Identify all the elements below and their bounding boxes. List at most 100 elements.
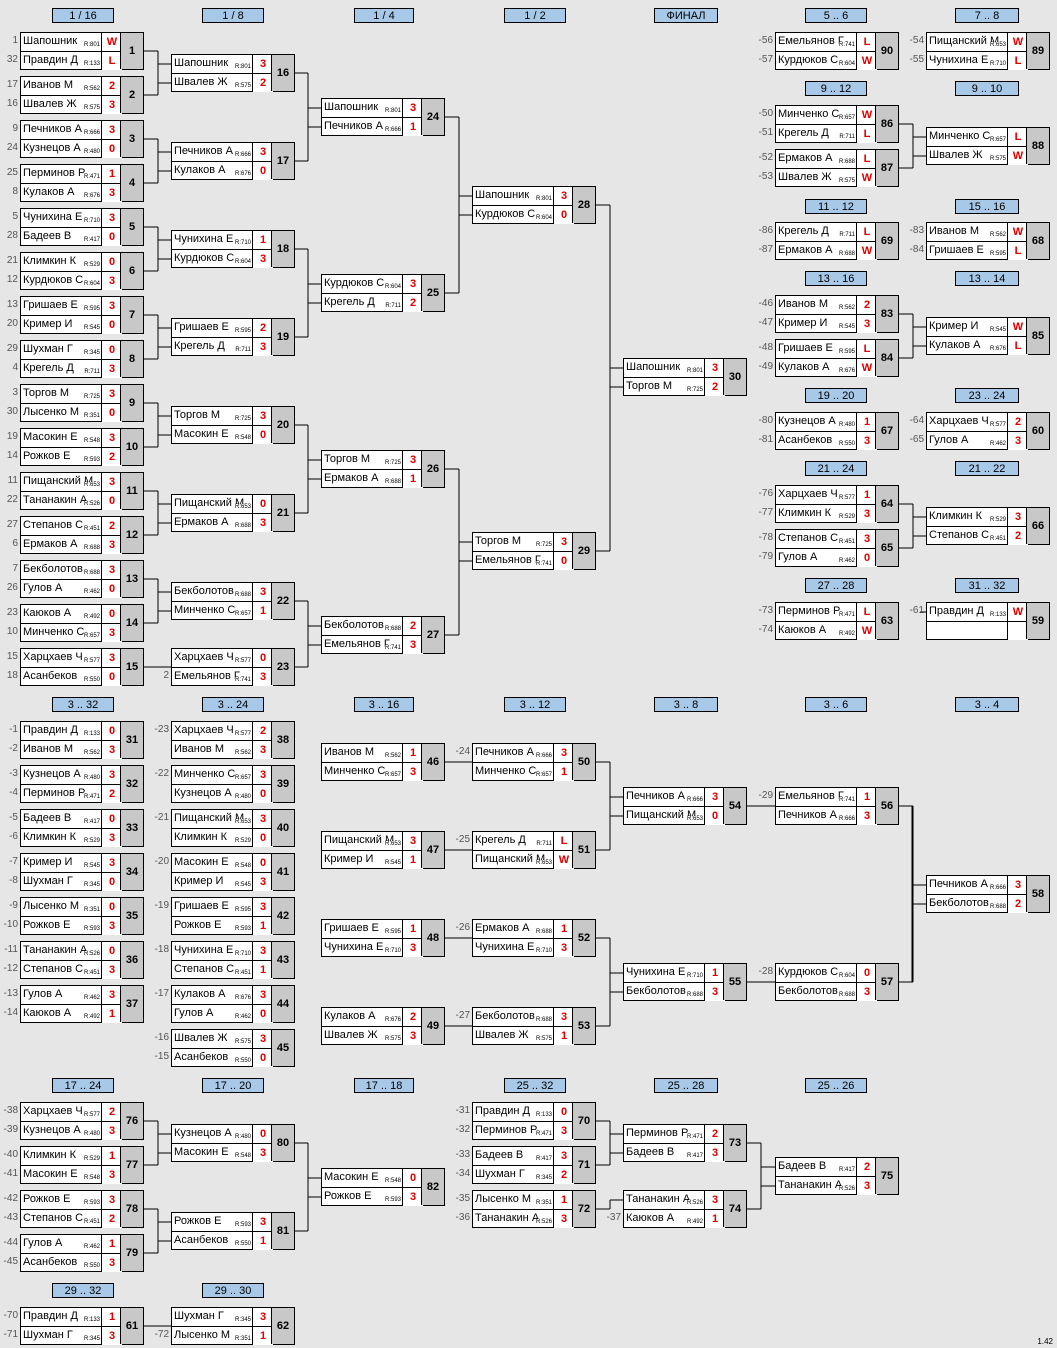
player-row[interactable]: Печников АR:6661 [322,118,423,136]
match-box[interactable]: Кузнецов АR:4801АсанбековR:550367 [775,412,899,450]
player-row[interactable]: Кулаков АR:676W [776,359,877,377]
match-box[interactable]: Кример ИR:545WКулаков АR:676L85 [926,317,1050,355]
player-row[interactable]: Пищанский МR:6533 [172,810,273,829]
player-row[interactable]: Кузнецов АR:4801 [776,413,877,432]
player-row[interactable]: Гришаев ЕR:595L [776,340,877,359]
player-row[interactable]: Крегель ДR:7112 [322,294,423,312]
player-row[interactable]: Бадеев ВR:4170 [21,810,122,829]
player-row[interactable]: Тананакин АR:5260 [21,492,122,510]
match-box[interactable]: ШапошникR:8013Торгов МR:725230 [623,358,747,396]
player-row[interactable]: Тананакин АR:5260 [21,942,122,961]
player-row[interactable]: Гулов АR:4620 [172,1005,273,1023]
player-row[interactable]: Печников АR:6663 [927,876,1028,895]
player-row[interactable]: АсанбековR:5503 [21,1254,122,1272]
match-box[interactable]: Гулов АR:4623Каюков АR:492137 [20,985,144,1023]
match-box[interactable]: БекболотовR:6883Гулов АR:462013 [20,560,144,598]
player-row[interactable]: Перминов РR:4713 [473,1122,574,1140]
player-row[interactable]: Чунихина ЕR:7103 [473,939,574,957]
player-row[interactable]: Ермаков АR:6881 [473,920,574,939]
player-row[interactable]: Степанов СR:4511 [172,961,273,979]
player-row[interactable]: Гришаев ЕR:5953 [172,898,273,917]
player-row[interactable]: Масокин ЕR:5480 [172,854,273,873]
player-row[interactable]: Курдюков СR:6043 [322,275,423,294]
player-row[interactable]: Крегель ДR:7113 [172,338,273,356]
player-row[interactable]: Климкин КR:5293 [776,505,877,523]
player-row[interactable]: Каюков АR:4921 [21,1005,122,1023]
match-box[interactable]: Харцхаев ЧR:5772Гулов АR:462360 [926,412,1050,450]
player-row[interactable]: Иванов МR:5622 [21,77,122,96]
player-row[interactable]: Иванов МR:5623 [21,741,122,759]
player-row[interactable]: Гришаев ЕR:5951 [322,920,423,939]
match-box[interactable]: Харцхаев ЧR:5772Кузнецов АR:480376 [20,1102,144,1140]
match-box[interactable]: Печников АR:6663Пищанский МR:653054 [623,787,747,825]
match-box[interactable]: Швалев ЖR:5753АсанбековR:550045 [171,1029,295,1067]
match-box[interactable]: Печников АR:6663Кулаков АR:676017 [171,142,295,180]
match-box[interactable]: Климкин КR:5291Масокин ЕR:548377 [20,1146,144,1184]
player-row[interactable]: Кример ИR:5450 [21,316,122,334]
match-box[interactable]: Тананакин АR:5263Каюков АR:492174 [623,1190,747,1228]
player-row[interactable]: Швалев ЖR:575W [927,147,1028,165]
match-box[interactable]: Шухман ГR:3453Лысенко МR:351162 [171,1307,295,1345]
match-box[interactable]: Чунихина ЕR:7101БекболотовR:688355 [623,963,747,1001]
match-box[interactable]: ШапошникR:8013Печников АR:666124 [321,98,445,136]
player-row[interactable]: Кример ИR:5451 [322,851,423,869]
player-row[interactable]: Швалев ЖR:5751 [473,1027,574,1045]
player-row[interactable]: Шухман ГR:3450 [21,873,122,891]
match-box[interactable]: Иванов МR:5622Швалев ЖR:57532 [20,76,144,114]
player-row[interactable]: Масокин ЕR:5483 [172,1144,273,1162]
player-row[interactable]: Правдин ДR:1330 [473,1103,574,1122]
player-row[interactable]: Минченко СR:6573 [322,763,423,781]
match-box[interactable]: Пищанский МR:6533Кример ИR:545147 [321,831,445,869]
player-row[interactable]: Емельянов ГR:741L [776,33,877,52]
player-row[interactable]: Гришаев ЕR:595L [927,242,1028,260]
player-row[interactable]: Курдюков СR:6040 [473,206,574,224]
match-box[interactable]: Минченко СR:657LШвалев ЖR:575W88 [926,127,1050,165]
player-row[interactable]: Шухман ГR:3453 [21,1327,122,1345]
player-row[interactable]: Печников АR:6663 [21,121,122,140]
match-box[interactable]: Пищанский МR:6533Тананакин АR:526011 [20,472,144,510]
match-box[interactable]: Чунихина ЕR:7103Бадеев ВR:41705 [20,208,144,246]
player-row[interactable]: Емельянов ГR:7413 [322,636,423,654]
match-box[interactable]: Климкин КR:5293Степанов СR:451266 [926,507,1050,545]
match-box[interactable]: Печников АR:6663БекболотовR:688258 [926,875,1050,913]
player-row[interactable]: Ермаков АR:6883 [172,514,273,532]
player-row[interactable]: БекболотовR:6883 [776,983,877,1001]
player-row[interactable]: Рожков ЕR:5933 [172,1213,273,1232]
player-row[interactable]: Швалев ЖR:5753 [172,1030,273,1049]
match-box[interactable]: Минченко СR:657WКрегель ДR:711L86 [775,105,899,143]
player-row[interactable]: Климкин КR:5293 [21,829,122,847]
player-row[interactable]: Иванов МR:562W [927,223,1028,242]
player-row[interactable]: Чунихина ЕR:7103 [21,209,122,228]
player-row[interactable]: Климкин КR:5291 [21,1147,122,1166]
player-row[interactable]: Пищанский МR:6533 [21,473,122,492]
player-row[interactable]: Перминов РR:4711 [21,165,122,184]
player-row[interactable]: Кузнецов АR:4803 [21,766,122,785]
player-row[interactable]: Торгов МR:7253 [473,533,574,552]
player-row[interactable]: Кример ИR:5453 [172,873,273,891]
player-row[interactable]: Степанов СR:4512 [21,1210,122,1228]
match-box[interactable]: ШапошникR:8013Швалев ЖR:575216 [171,54,295,92]
match-box[interactable]: Рожков ЕR:5933АсанбековR:550181 [171,1212,295,1250]
match-box[interactable]: Пищанский МR:6530Ермаков АR:688321 [171,494,295,532]
player-row[interactable]: Харцхаев ЧR:5773 [21,649,122,668]
match-box[interactable]: Масокин ЕR:5480Кример ИR:545341 [171,853,295,891]
match-box[interactable]: Тананакин АR:5260Степанов СR:451336 [20,941,144,979]
player-row[interactable]: Пищанский МR:6533 [322,832,423,851]
player-row[interactable]: Чунихина ЕR:7101 [172,231,273,250]
match-box[interactable]: Шухман ГR:3450Крегель ДR:71138 [20,340,144,378]
match-box[interactable]: Крегель ДR:711LЕрмаков АR:688W69 [775,222,899,260]
player-row[interactable]: Печников АR:6663 [624,788,725,807]
match-box[interactable]: Гришаев ЕR:595LКулаков АR:676W84 [775,339,899,377]
player-row[interactable]: Лысенко МR:3510 [21,404,122,422]
player-row[interactable]: Крегель ДR:711L [473,832,574,851]
player-row[interactable]: Торгов МR:7253 [21,385,122,404]
player-row[interactable]: АсанбековR:5500 [172,1049,273,1067]
player-row[interactable]: Швалев ЖR:575W [776,169,877,187]
player-row[interactable]: Масокин ЕR:5483 [21,429,122,448]
match-box[interactable]: Гришаев ЕR:5953Кример ИR:54507 [20,296,144,334]
player-row[interactable]: Торгов МR:7253 [172,407,273,426]
match-box[interactable]: Ермаков АR:6881Чунихина ЕR:710352 [472,919,596,957]
match-box[interactable]: Чунихина ЕR:7103Степанов СR:451143 [171,941,295,979]
player-row[interactable]: Бадеев ВR:4173 [473,1147,574,1166]
match-box[interactable]: Харцхаев ЧR:5772Иванов МR:562338 [171,721,295,759]
